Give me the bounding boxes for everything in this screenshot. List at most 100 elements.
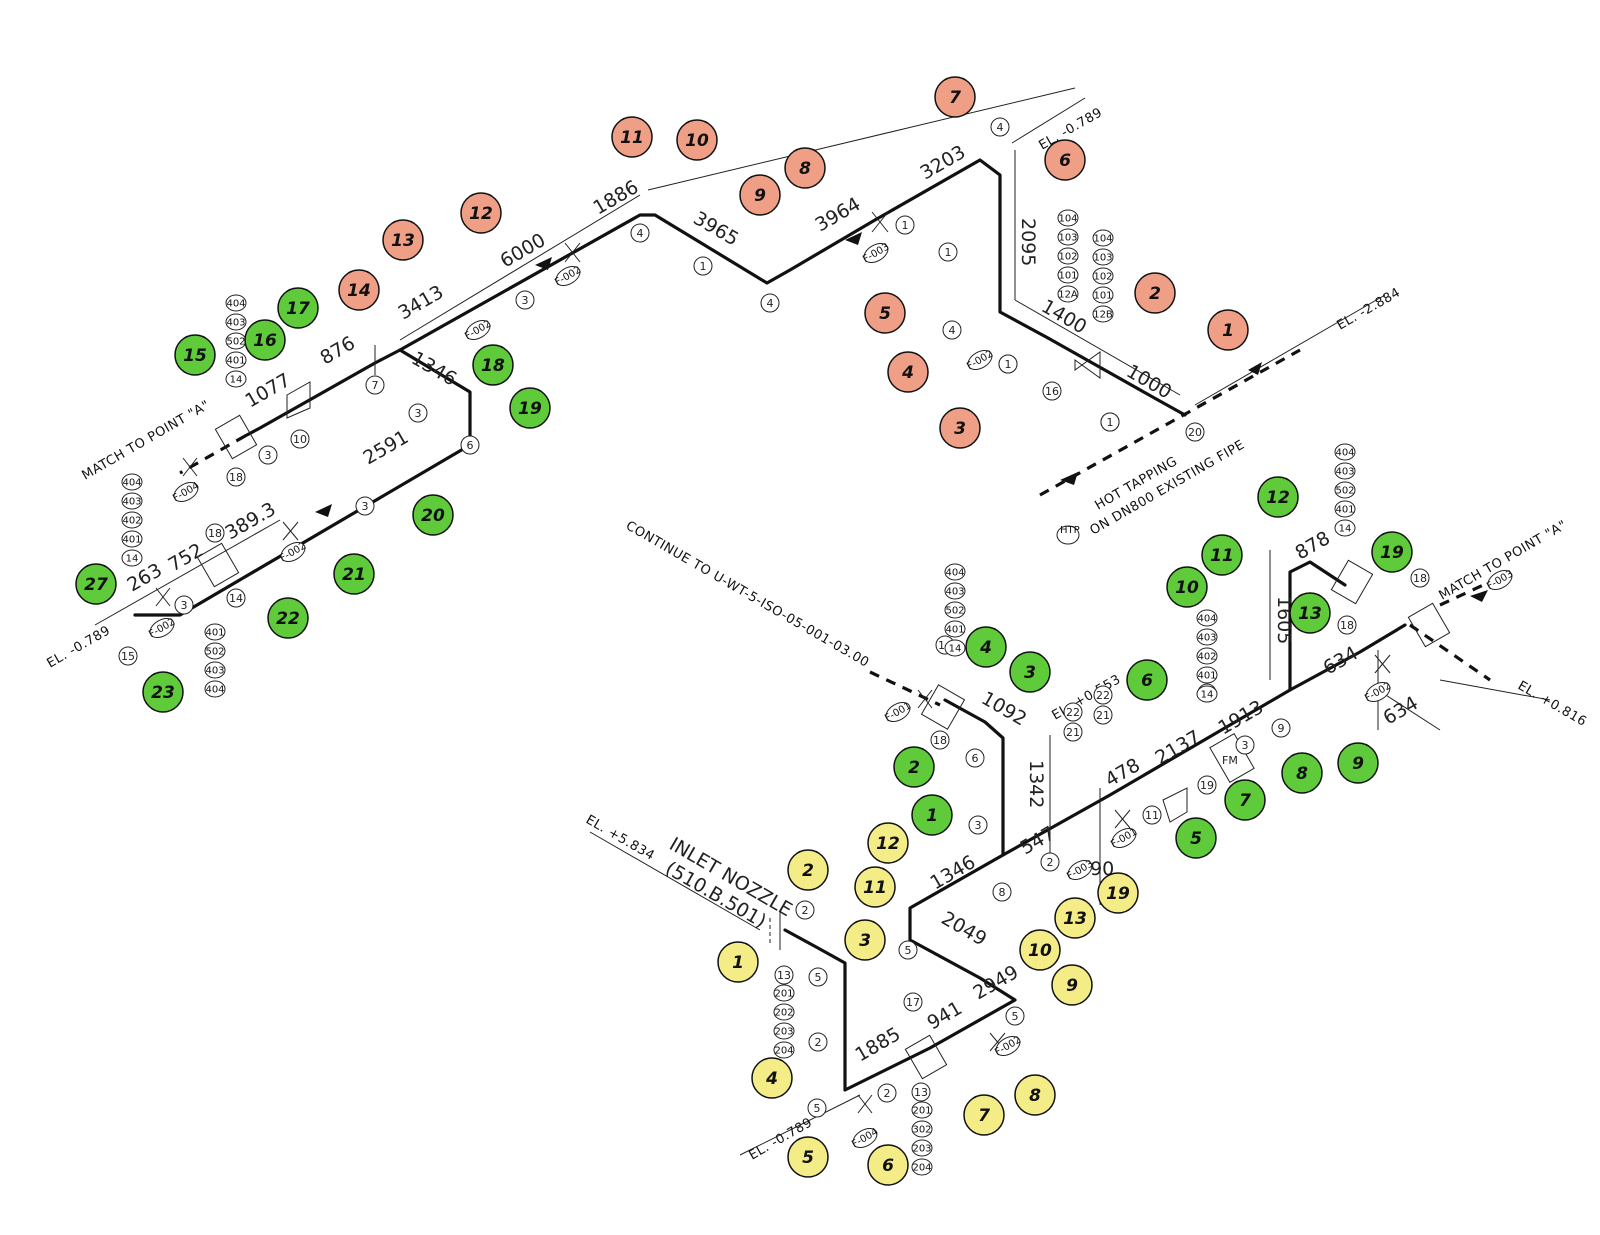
note-match-a-right: MATCH TO POINT "A"	[1437, 518, 1570, 604]
note-el-p0816: EL. +0.816	[1515, 678, 1589, 729]
weld-bubble-label: 9	[1352, 754, 1364, 774]
weld-bubble-red: 10	[676, 119, 718, 161]
weld-bubble-label: 22	[276, 609, 300, 629]
material-stack-label: 403	[205, 666, 224, 677]
weld-bubble-label: 10	[1028, 941, 1052, 961]
material-stack-item: 14	[944, 639, 966, 657]
weld-bubble-label: 3	[954, 419, 966, 439]
weld-bubble-green-bottom: 10	[1166, 566, 1208, 608]
note-el-p5834: EL. +5.834	[583, 812, 657, 863]
pipe-top-branch	[133, 348, 472, 617]
butterfly-valve-symbol-2	[196, 542, 240, 588]
item-ref-label: 21	[1066, 726, 1080, 739]
material-stack-label: 401	[1335, 505, 1354, 516]
item-ref-circle: 19	[1197, 775, 1217, 795]
weld-bubble-red: 3	[939, 407, 981, 449]
weld-bubble-label: 6	[882, 1156, 894, 1176]
item-ref-circle: 6	[965, 748, 985, 768]
material-stack-label: 14	[1339, 524, 1352, 535]
weld-bubble-label: 5	[1190, 829, 1202, 849]
item-ref-label: 3	[975, 819, 982, 832]
weld-bubble-yellow: 8	[1014, 1074, 1056, 1116]
weld-bubble-label: 19	[518, 399, 542, 419]
weld-bubble-red: 8	[784, 147, 826, 189]
flow-arrow	[315, 504, 332, 517]
item-ref-label: 1	[1005, 358, 1012, 371]
weld-bubble-yellow: 10	[1019, 929, 1061, 971]
weld-bubble-yellow: 3	[844, 919, 886, 961]
item-ref-label: 19	[1200, 779, 1214, 792]
weld-bubble-green-bottom: 9	[1337, 742, 1379, 784]
weld-bubble-red: 9	[739, 174, 781, 216]
weld-bubble-label: 12	[1266, 488, 1290, 508]
weld-bubble-red: 4	[887, 351, 929, 393]
material-stack-label: 203	[774, 1027, 793, 1038]
item-ref-circle: 3	[355, 496, 375, 516]
weld-bubble-label: 11	[863, 878, 887, 898]
item-ref-circle: 4	[990, 117, 1010, 137]
support-tag: F-001	[883, 701, 913, 725]
item-ref-label: 5	[905, 944, 912, 957]
item-ref-circle: 18	[205, 523, 225, 543]
dim: 1346	[408, 347, 461, 390]
material-stack-item: 14	[121, 549, 143, 567]
item-ref-circle: 2	[1040, 852, 1060, 872]
item-ref-circle: 18	[1337, 615, 1357, 635]
material-stack-item: 104	[1092, 229, 1114, 247]
item-ref-label: 3	[181, 599, 188, 612]
dim: 1346	[927, 851, 980, 894]
item-ref-label: 5	[1012, 1010, 1019, 1023]
bottom-pipe-run: FM	[589, 550, 1551, 1156]
pipe-top-main	[243, 158, 1187, 438]
check-valve-symbol	[1074, 351, 1101, 379]
note-el-m2884: EL. -2.884	[1335, 285, 1404, 333]
item-ref-label: 6	[467, 439, 474, 452]
weld-bubble-green-bottom: 1	[911, 794, 953, 836]
weld-bubble-green-top: 16	[244, 319, 286, 361]
match-point-a-left-line	[179, 434, 246, 475]
weld-bubble-red: 11	[611, 116, 653, 158]
material-stack-label: 404	[1335, 448, 1354, 459]
item-ref-circle: 7	[365, 375, 385, 395]
item-ref-circle: 4	[760, 293, 780, 313]
weld-bubble-label: 21	[342, 565, 366, 585]
item-ref-label: 18	[933, 734, 947, 747]
butterfly-valve-symbol-4	[1330, 559, 1374, 605]
item-ref-label: 14	[229, 592, 243, 605]
pipe-bottom-main	[783, 698, 1017, 1092]
material-stack-item: 101	[1057, 266, 1079, 284]
weld-bubble-label: 12	[469, 204, 493, 224]
item-ref-circle: 4	[630, 223, 650, 243]
weld-bubble-yellow: 6	[867, 1144, 909, 1186]
weld-bubble-green-bottom: 12	[1257, 476, 1299, 518]
weld-bubble-label: 15	[183, 346, 207, 366]
material-stack-item: 404	[1334, 443, 1356, 461]
weld-bubble-green-bottom: 11	[1201, 534, 1243, 576]
weld-bubble-yellow: 11	[854, 866, 896, 908]
material-stack-label: 404	[945, 568, 964, 579]
weld-bubble-label: 8	[799, 159, 811, 179]
flow-arrow	[845, 232, 862, 245]
item-ref-circle: 6	[460, 435, 480, 455]
material-stack-label: 404	[226, 299, 245, 310]
material-stack-item: 403	[225, 313, 247, 331]
item-ref-label: 18	[1413, 572, 1427, 585]
weld-bubble-yellow: 9	[1051, 964, 1093, 1006]
weld-bubble-label: 16	[253, 331, 277, 351]
material-stack-label: 204	[912, 1163, 931, 1174]
material-stack-item: 502	[204, 642, 226, 660]
dim: 876	[317, 332, 359, 369]
material-stack-label: 201	[774, 989, 793, 1000]
material-stack-item: 203	[911, 1139, 933, 1157]
dim: 3965	[690, 207, 743, 250]
material-stack-label: 402	[122, 516, 141, 527]
weld-bubble-green-top: 15	[174, 334, 216, 376]
dim: 389.3	[222, 498, 280, 544]
weld-bubble-label: 7	[949, 88, 961, 108]
match-point-a-right-line	[1409, 623, 1491, 682]
weld-bubble-label: 18	[481, 356, 505, 376]
item-ref-circle: 5	[1005, 1006, 1025, 1026]
weld-bubble-label: 19	[1380, 543, 1404, 563]
weld-bubble-label: 5	[879, 304, 891, 324]
weld-bubble-label: 7	[978, 1106, 990, 1126]
